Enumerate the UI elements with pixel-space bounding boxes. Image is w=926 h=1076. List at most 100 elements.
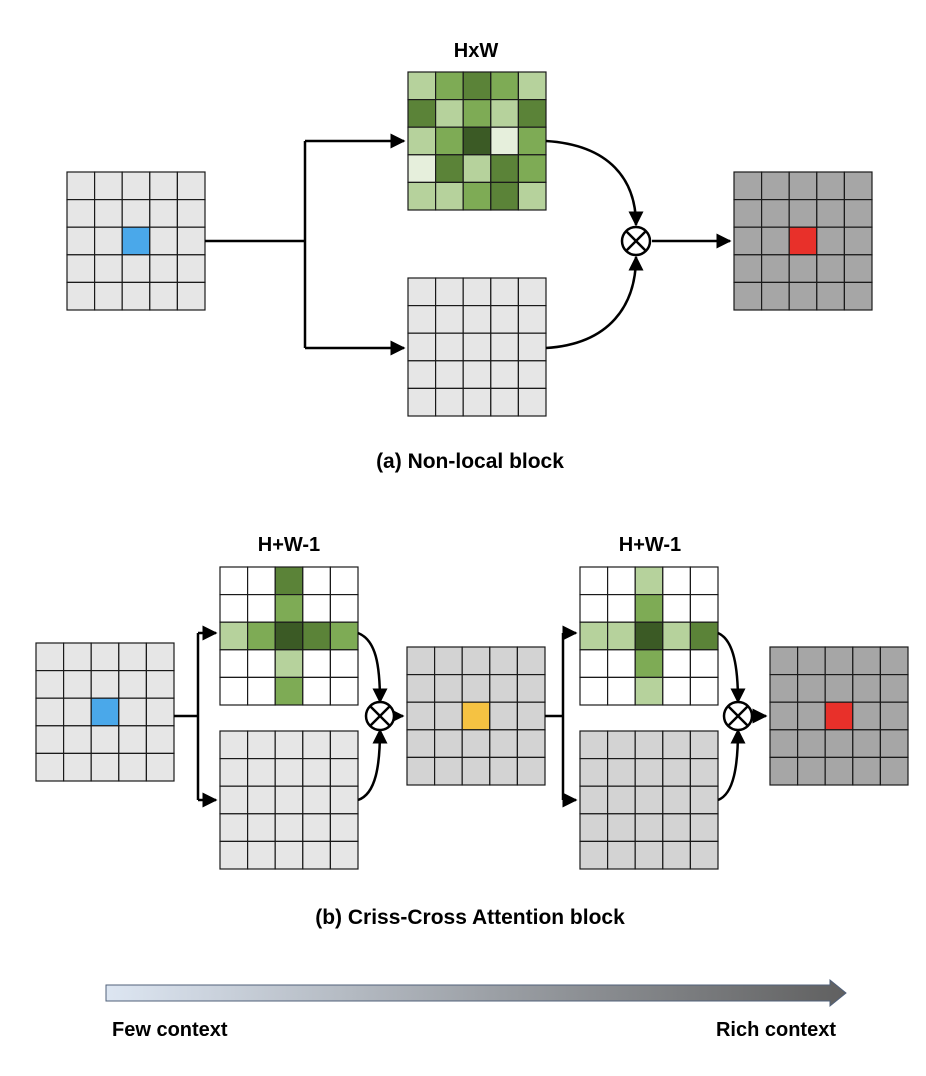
grid-cell: [606, 730, 636, 760]
grid-cell: [843, 226, 873, 256]
grid-cell: [490, 98, 519, 128]
grid-cell: [689, 813, 719, 842]
grid-cell: [824, 701, 854, 731]
grid-cell: [489, 729, 518, 758]
grid-cell: [689, 730, 719, 760]
grid-cell: [843, 171, 873, 201]
grid-cell: [462, 181, 492, 211]
grid-cell: [843, 281, 873, 311]
grid-cell: [176, 254, 206, 284]
grid-cell: [662, 566, 691, 596]
grid-cell: [662, 621, 691, 651]
grid-cell: [517, 71, 547, 101]
grid-cell: [579, 676, 609, 706]
grid-cell: [517, 332, 547, 362]
grid-cell: [176, 171, 206, 201]
grid-cell: [796, 701, 826, 731]
grid-cell: [302, 621, 331, 651]
rich-context-label: Rich context: [716, 1019, 836, 1041]
grid-cell: [66, 254, 96, 284]
grid-cell: [121, 254, 151, 284]
grid-cell: [145, 642, 175, 672]
grid-cell: [274, 757, 304, 787]
grid-cell: [490, 71, 519, 101]
grid-cell: [516, 673, 546, 703]
grid-cell: [634, 757, 664, 787]
grid-cell: [407, 126, 437, 156]
grid-cell: [606, 757, 636, 787]
grid-cell: [302, 757, 331, 787]
a-output-grid: [733, 171, 873, 311]
context-arrow: [105, 978, 847, 1008]
grid-cell: [274, 840, 304, 870]
grid-cell: [274, 676, 304, 706]
grid-cell: [662, 676, 691, 706]
grid-cell: [274, 813, 304, 842]
grid-cell: [462, 98, 492, 128]
grid-cell: [407, 360, 437, 389]
grid-cell: [121, 226, 151, 256]
grid-cell: [66, 171, 96, 201]
grid-cell: [879, 646, 909, 676]
grid-cell: [149, 171, 179, 201]
grid-cell: [579, 621, 609, 651]
grid-cell: [435, 360, 464, 389]
grid-cell: [634, 730, 664, 760]
grid-cell: [606, 785, 636, 815]
grid-cell: [852, 729, 881, 758]
grid-cell: [274, 785, 304, 815]
a-value-grid: [407, 277, 547, 417]
grid-cell: [90, 669, 120, 699]
grid-cell: [634, 785, 664, 815]
grid-cell: [461, 729, 491, 758]
grid-cell: [35, 752, 65, 782]
grid-cell: [247, 757, 276, 787]
grid-cell: [769, 673, 799, 703]
grid-cell: [302, 566, 331, 596]
grid-cell: [879, 756, 909, 786]
caption-b: (b) Criss-Cross Attention block: [315, 906, 625, 929]
a-connectors: [205, 133, 732, 356]
grid-cell: [606, 676, 636, 706]
grid-cell: [462, 154, 492, 184]
grid-cell: [579, 757, 609, 787]
grid-cell: [606, 649, 636, 678]
grid-cell: [733, 226, 763, 256]
grid-cell: [435, 98, 464, 128]
grid-cell: [461, 756, 491, 786]
grid-cell: [302, 813, 331, 842]
grid-cell: [788, 281, 818, 311]
grid-cell: [407, 277, 437, 307]
grid-cell: [118, 752, 148, 782]
grid-cell: [302, 649, 331, 678]
b-value-2-grid: [579, 730, 719, 870]
hw1-title-2: H+W-1: [619, 534, 681, 556]
grid-cell: [517, 154, 547, 184]
grid-cell: [689, 785, 719, 815]
grid-cell: [462, 71, 492, 101]
a-multiply-icon: [620, 225, 652, 257]
grid-cell: [579, 649, 609, 678]
grid-cell: [62, 725, 92, 754]
grid-cell: [689, 566, 719, 596]
grid-cell: [149, 199, 179, 228]
grid-cell: [274, 566, 304, 596]
grid-cell: [462, 277, 492, 307]
grid-cell: [407, 181, 437, 211]
grid-cell: [407, 71, 437, 101]
grid-cell: [407, 98, 437, 128]
grid-cell: [462, 387, 492, 417]
grid-cell: [329, 757, 359, 787]
grid-cell: [733, 254, 763, 284]
grid-cell: [634, 813, 664, 842]
grid-cell: [462, 332, 492, 362]
grid-cell: [66, 226, 96, 256]
b-attention-map-2-grid: [579, 566, 719, 706]
grid-cell: [90, 752, 120, 782]
grid-cell: [145, 669, 175, 699]
grid-cell: [788, 226, 818, 256]
grid-cell: [274, 649, 304, 678]
grid-cell: [462, 126, 492, 156]
grid-cell: [274, 593, 304, 623]
grid-cell: [35, 725, 65, 754]
